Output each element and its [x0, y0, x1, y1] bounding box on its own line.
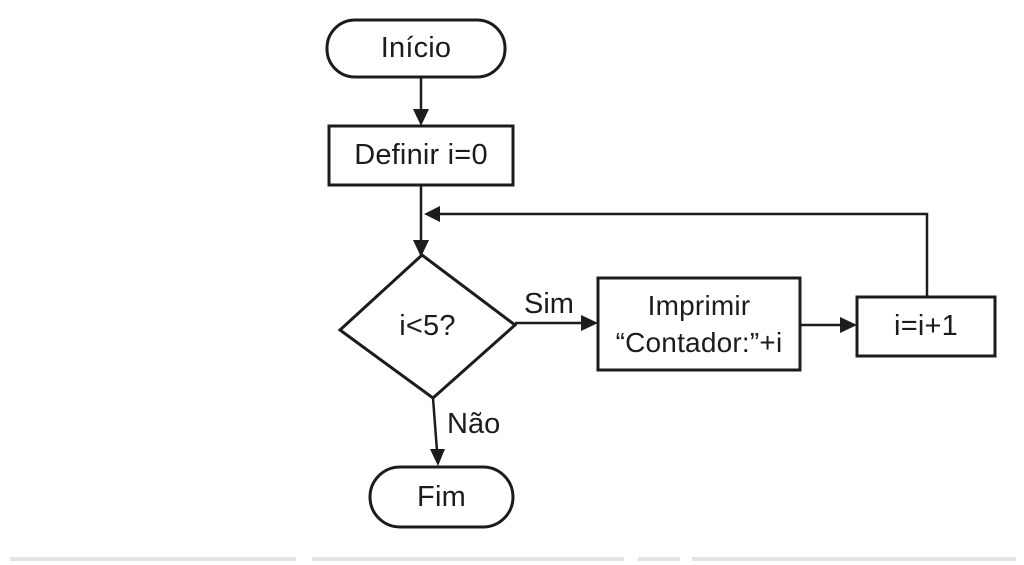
edge-loop-back	[440, 212, 929, 297]
print-label: Imprimir “Contador:”+i	[598, 278, 800, 370]
no-branch-label: Não	[447, 408, 501, 440]
arrowhead-loop-back	[424, 206, 440, 222]
arrowhead-decision-to-end	[430, 449, 445, 466]
decision-diamond-shape	[337, 253, 518, 400]
arrowhead-decision-to-print	[581, 315, 598, 331]
bottom-edge-segment	[638, 557, 680, 561]
init-label: Definir i=0	[354, 139, 488, 171]
increment-label: i=i+1	[894, 310, 958, 342]
end-terminator-shape	[368, 465, 515, 529]
yes-branch-label: Sim	[524, 288, 574, 320]
init-process-shape	[327, 124, 515, 187]
decision-label: i<5?	[399, 310, 456, 342]
start-label: Início	[380, 32, 452, 64]
increment-process-shape	[855, 295, 997, 358]
arrowhead-print-to-increment	[840, 317, 857, 333]
bottom-edge-segment	[692, 557, 1016, 561]
bottom-edge-segment	[312, 557, 624, 561]
end-label: Fim	[417, 480, 466, 513]
edge-decision-to-end	[431, 397, 439, 452]
print-process-shape	[596, 276, 802, 372]
bottom-edge-segment	[10, 557, 296, 561]
start-terminator-shape	[325, 18, 507, 79]
arrowhead-start-to-init	[413, 109, 429, 126]
print-label-line2: “Contador:”+i	[615, 327, 783, 358]
arrowhead-init-to-decision	[413, 240, 429, 257]
print-label-line1: Imprimir	[647, 290, 751, 321]
